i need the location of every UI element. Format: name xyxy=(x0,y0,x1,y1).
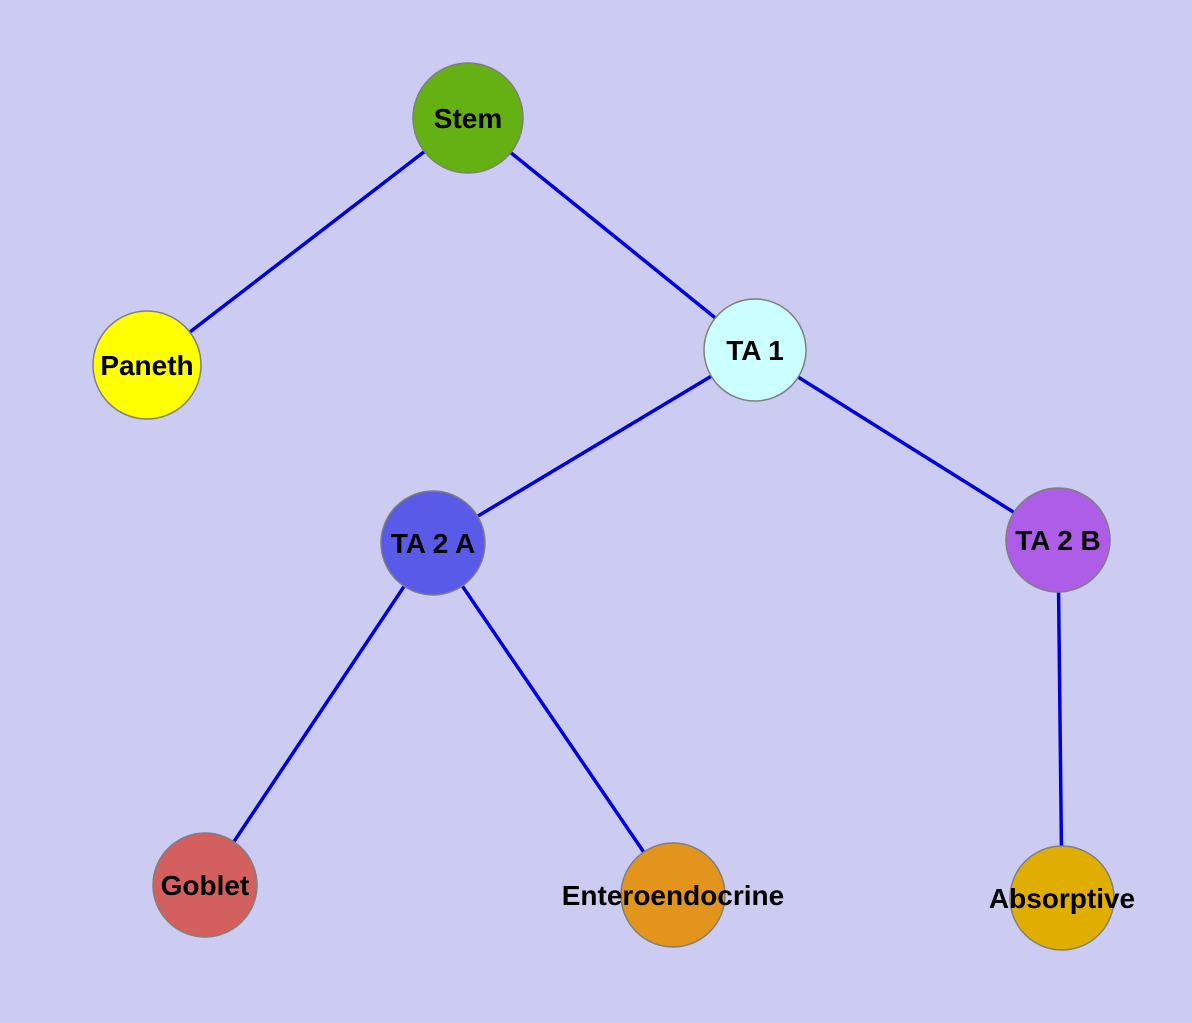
edge-ta2a-enteroendocrine xyxy=(431,542,675,896)
node-enteroendocrine xyxy=(620,842,726,948)
node-absorptive xyxy=(1009,845,1115,951)
node-paneth xyxy=(92,310,202,420)
edge-stem-paneth xyxy=(145,116,470,367)
node-ta2a xyxy=(380,490,486,596)
node-goblet xyxy=(152,832,258,938)
edge-ta1-ta2a xyxy=(432,348,756,545)
node-ta1 xyxy=(703,298,807,402)
edge-stem-ta1 xyxy=(466,116,757,352)
edge-ta2a-goblet xyxy=(203,542,435,886)
node-stem xyxy=(412,62,524,174)
edge-ta1-ta2b xyxy=(754,348,1059,542)
edge-ta2b-absorptive xyxy=(1056,539,1064,899)
node-ta2b xyxy=(1005,487,1111,593)
